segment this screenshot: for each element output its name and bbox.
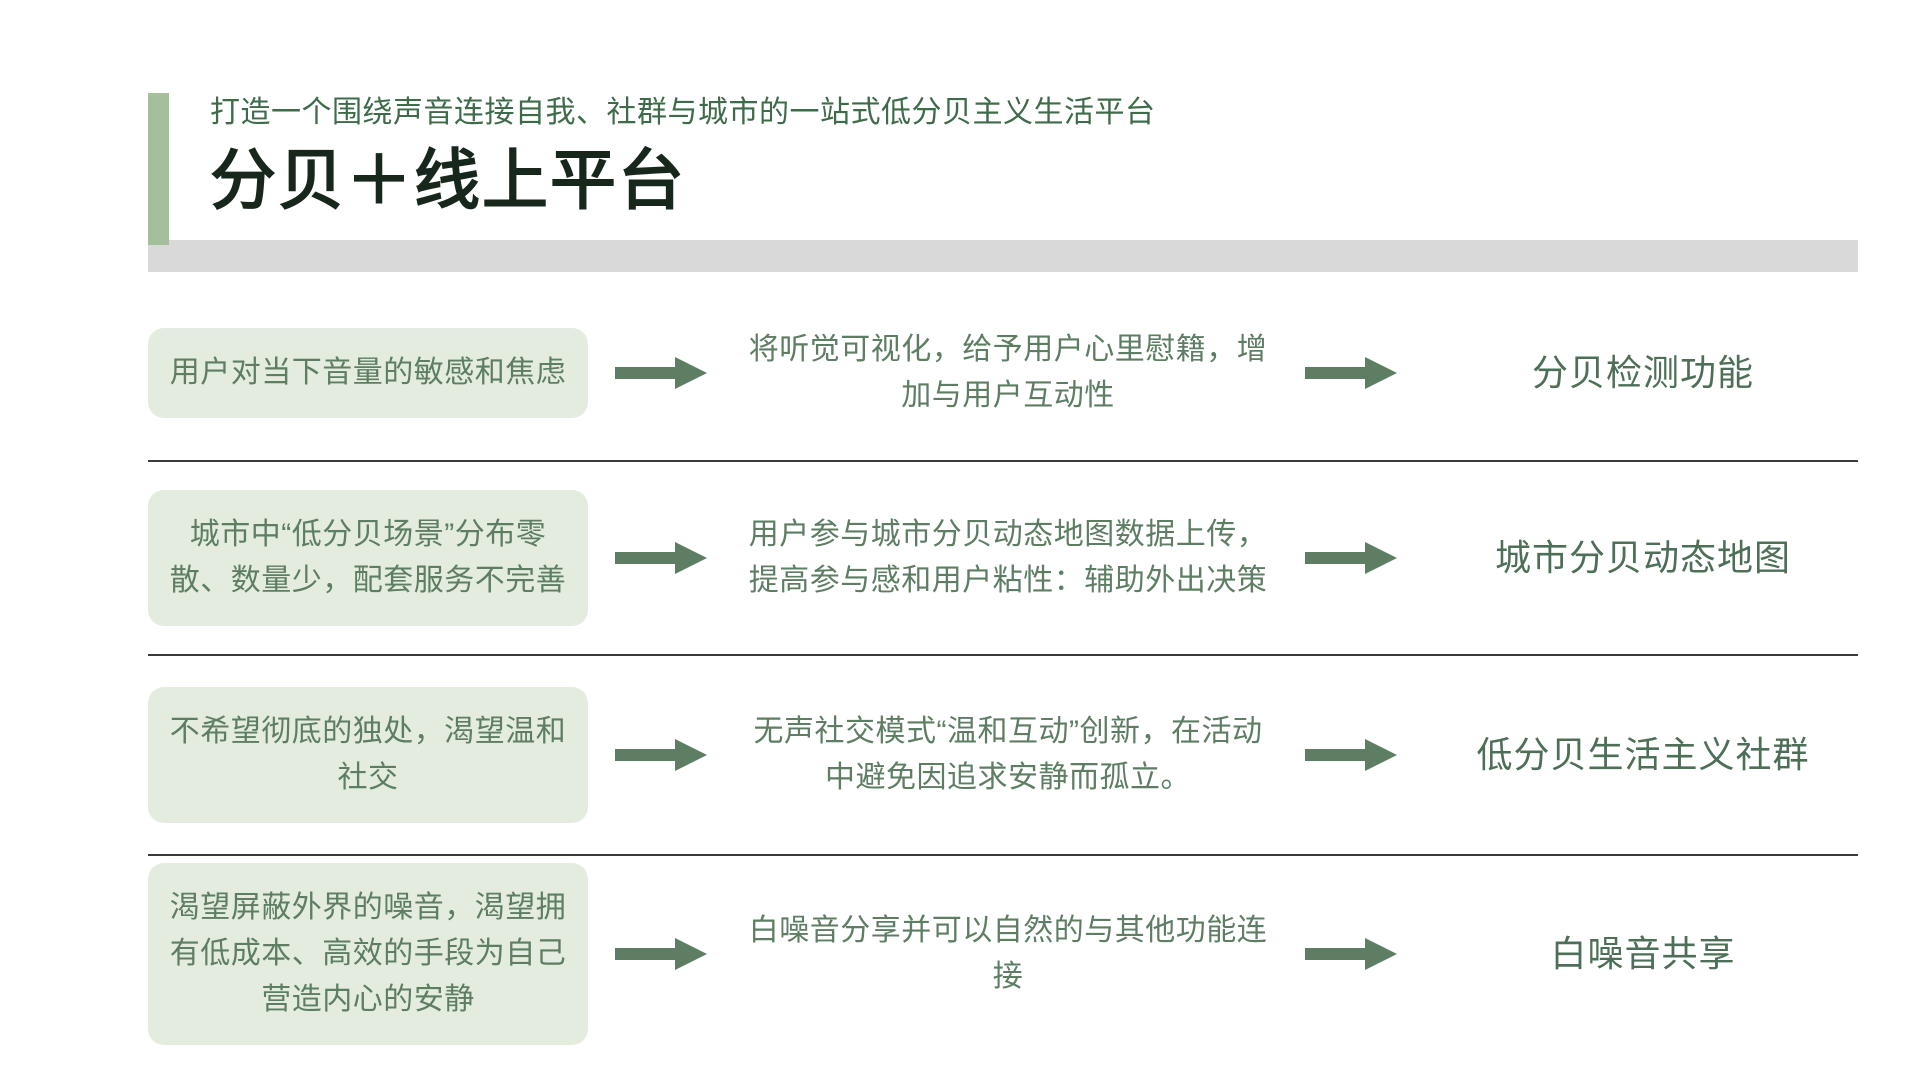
arrow-right-icon [1278, 353, 1428, 393]
arrow-right-icon [588, 538, 738, 578]
solution-text: 用户参与城市分贝动态地图数据上传，提高参与感和用户粘性：辅助外出决策 [748, 518, 1268, 597]
arrow-right-icon [588, 934, 738, 974]
flow-row: 渴望屏蔽外界的噪音，渴望拥有低成本、高效的手段为自己营造内心的安静 白噪音分享并… [148, 856, 1858, 1052]
feature-label: 分贝检测功能 [1531, 352, 1754, 393]
problem-box: 不希望彻底的独处，渴望温和社交 [148, 687, 588, 823]
arrow-right-icon [588, 735, 738, 775]
flow-rows: 用户对当下音量的敏感和焦虑 将听觉可视化，给予用户心里慰籍，增加与用户互动性 分… [0, 286, 1920, 1052]
problem-box: 用户对当下音量的敏感和焦虑 [148, 328, 588, 418]
header-accent-bar [148, 93, 169, 245]
arrow-right-icon [1278, 538, 1428, 578]
slide-subtitle: 打造一个围绕声音连接自我、社群与城市的一站式低分贝主义生活平台 [210, 96, 1156, 129]
flow-row: 城市中“低分贝场景”分布零散、数量少，配套服务不完善 用户参与城市分贝动态地图数… [148, 462, 1858, 654]
problem-box: 城市中“低分贝场景”分布零散、数量少，配套服务不完善 [148, 490, 588, 626]
solution-text: 将听觉可视化，给予用户心里慰籍，增加与用户互动性 [748, 333, 1268, 412]
row-divider [148, 654, 1858, 656]
arrow-right-icon [1278, 735, 1428, 775]
header-text-group: 打造一个围绕声音连接自我、社群与城市的一站式低分贝主义生活平台 分贝＋线上平台 [210, 92, 1810, 220]
header-gray-band [148, 240, 1858, 272]
flow-row: 不希望彻底的独处，渴望温和社交 无声社交模式“温和互动”创新，在活动中避免因追求… [148, 656, 1858, 854]
solution-text: 无声社交模式“温和互动”创新，在活动中避免因追求安静而孤立。 [753, 715, 1263, 794]
slide-title: 分贝＋线上平台 [210, 143, 686, 217]
solution-text: 白噪音分享并可以自然的与其他功能连接 [748, 914, 1268, 993]
feature-label: 白噪音共享 [1550, 933, 1736, 974]
feature-label: 城市分贝动态地图 [1494, 537, 1791, 578]
row-divider [148, 460, 1858, 462]
arrow-right-icon [588, 353, 738, 393]
flow-row: 用户对当下音量的敏感和焦虑 将听觉可视化，给予用户心里慰籍，增加与用户互动性 分… [148, 286, 1858, 460]
arrow-right-icon [1278, 934, 1428, 974]
slide-header: 打造一个围绕声音连接自我、社群与城市的一站式低分贝主义生活平台 分贝＋线上平台 [0, 0, 1920, 278]
row-divider [148, 854, 1858, 856]
problem-box: 渴望屏蔽外界的噪音，渴望拥有低成本、高效的手段为自己营造内心的安静 [148, 863, 588, 1045]
feature-label: 低分贝生活主义社群 [1476, 734, 1810, 775]
